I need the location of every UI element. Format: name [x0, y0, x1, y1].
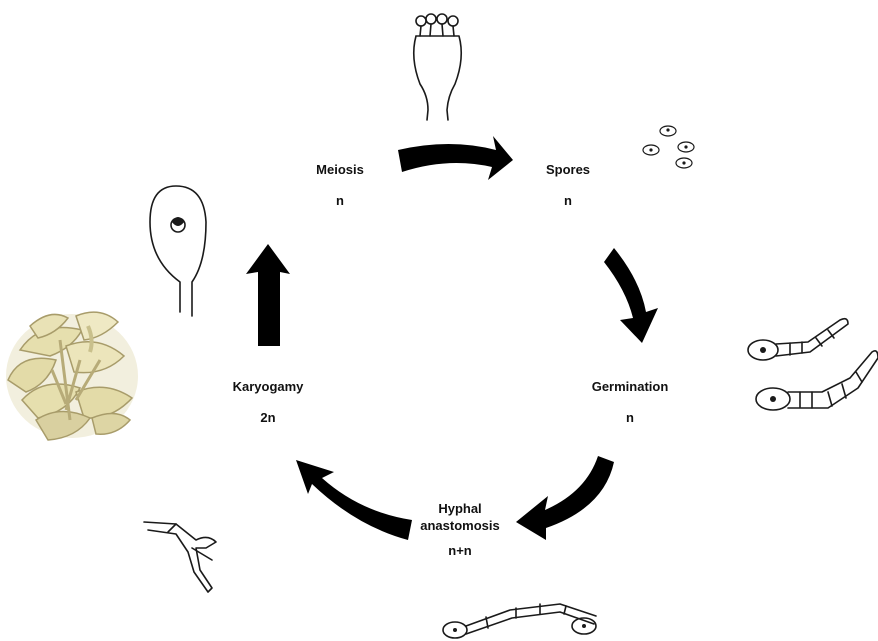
hypha-sketch-illustration: [144, 522, 216, 592]
basidium-illustration: [414, 14, 462, 120]
spores-illustration: [643, 126, 694, 168]
arrow-spores-to-germination: [604, 248, 658, 343]
basidium-karyogamy-illustration: [150, 186, 206, 316]
arrow-karyogamy-to-meiosis: [246, 244, 290, 346]
arrow-hyphal-to-karyogamy: [296, 460, 412, 540]
arrow-germination-to-hyphal: [516, 456, 614, 540]
ploidy-label-spores: n: [528, 192, 608, 209]
hyphal-anastomosis-illustration: [443, 604, 596, 638]
stage-label-spores: Spores: [528, 161, 608, 178]
arrow-meiosis-to-spores: [398, 136, 513, 180]
oyster-mushroom-photo: [6, 312, 138, 440]
stage-label-anastomosis: anastomosis: [400, 517, 520, 534]
ploidy-label-hyphal: n+n: [400, 542, 520, 559]
ploidy-label-germination: n: [575, 409, 685, 426]
stage-label-meiosis: Meiosis: [300, 161, 380, 178]
stage-label-karyogamy: Karyogamy: [218, 378, 318, 395]
germination-illustration: [748, 319, 878, 410]
stage-label-germination: Germination: [575, 378, 685, 395]
ploidy-label-karyogamy: 2n: [218, 409, 318, 426]
stage-label-hyphal: Hyphal: [400, 500, 520, 517]
ploidy-label-meiosis: n: [300, 192, 380, 209]
